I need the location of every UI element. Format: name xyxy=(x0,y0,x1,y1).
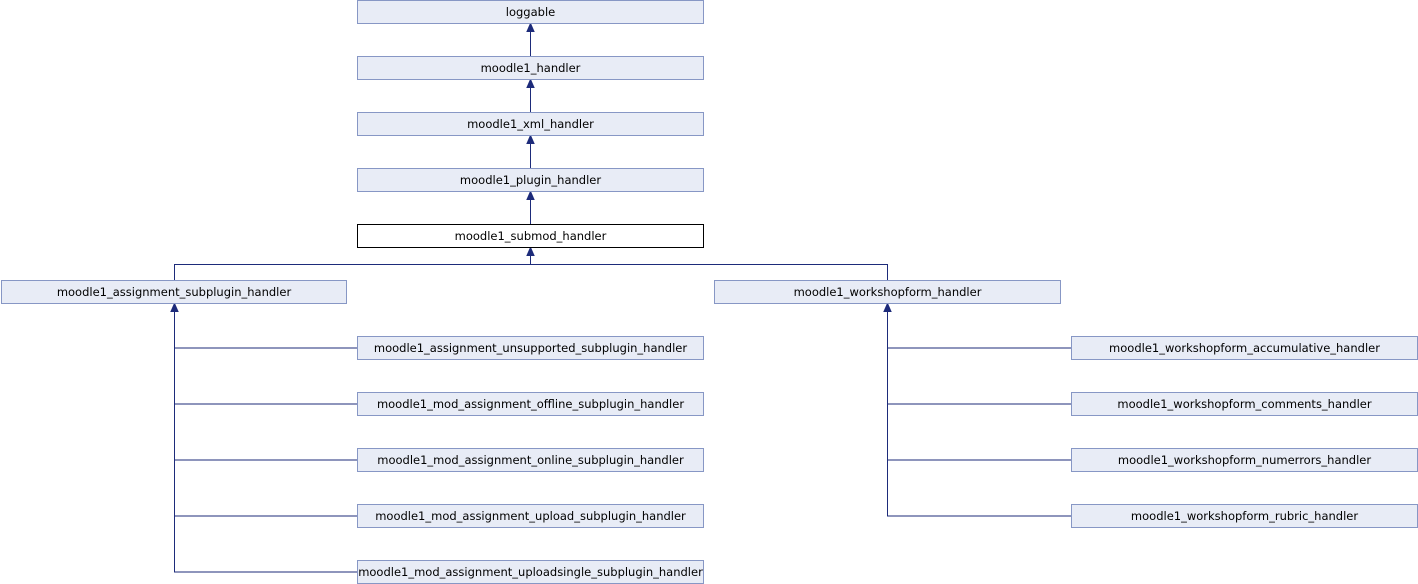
class-node-moodle1_handler[interactable]: moodle1_handler xyxy=(357,56,704,80)
edge-moodle1_workshopform_numerrors_handler-to-moodle1_workshopform_handler xyxy=(887,311,1071,461)
class-label: moodle1_mod_assignment_online_subplugin_… xyxy=(377,453,684,467)
edge-moodle1_mod_assignment_online_subplugin_handler-to-moodle1_assignment_subplugin_handler xyxy=(174,311,357,461)
class-node-moodle1_submod_handler[interactable]: moodle1_submod_handler xyxy=(357,224,704,248)
class-node-loggable[interactable]: loggable xyxy=(357,0,704,24)
edge-moodle1_mod_assignment_uploadsingle_subplugin_handler-to-moodle1_assignment_subplugin_handler xyxy=(174,311,357,573)
class-label: moodle1_mod_assignment_offline_subplugin… xyxy=(377,397,684,411)
edge-moodle1_workshopform_handler-to-moodle1_submod_handler xyxy=(530,255,888,281)
class-box xyxy=(357,448,704,472)
class-label: moodle1_submod_handler xyxy=(455,229,607,243)
class-node-moodle1_workshopform_rubric_handler[interactable]: moodle1_workshopform_rubric_handler xyxy=(1071,504,1418,528)
class-label: moodle1_handler xyxy=(481,61,581,75)
arrowhead-moodle1_assignment_subplugin_handler xyxy=(170,302,179,312)
arrowhead-moodle1_plugin_handler xyxy=(526,190,535,200)
class-label: moodle1_mod_assignment_upload_subplugin_… xyxy=(375,509,686,523)
class-box xyxy=(357,56,704,80)
edge-moodle1_workshopform_accumulative_handler-to-moodle1_workshopform_handler xyxy=(887,311,1071,349)
class-box xyxy=(714,280,1061,304)
arrowhead-moodle1_workshopform_handler xyxy=(883,302,892,312)
class-box xyxy=(357,392,704,416)
class-node-moodle1_plugin_handler[interactable]: moodle1_plugin_handler xyxy=(357,168,704,192)
class-node-moodle1_mod_assignment_uploadsingle_subplugin_handler[interactable]: moodle1_mod_assignment_uploadsingle_subp… xyxy=(357,560,704,584)
class-label: moodle1_workshopform_comments_handler xyxy=(1117,397,1371,411)
class-label: loggable xyxy=(506,5,555,19)
class-box xyxy=(357,336,704,360)
edge-moodle1_mod_assignment_offline_subplugin_handler-to-moodle1_assignment_subplugin_handler xyxy=(174,311,357,405)
class-node-moodle1_workshopform_numerrors_handler[interactable]: moodle1_workshopform_numerrors_handler xyxy=(1071,448,1418,472)
arrowhead-moodle1_xml_handler xyxy=(526,134,535,144)
edge-moodle1_workshopform_rubric_handler-to-moodle1_workshopform_handler xyxy=(887,311,1071,517)
class-box xyxy=(357,112,704,136)
class-label: moodle1_plugin_handler xyxy=(460,173,601,187)
class-node-moodle1_mod_assignment_online_subplugin_handler[interactable]: moodle1_mod_assignment_online_subplugin_… xyxy=(357,448,704,472)
class-node-moodle1_assignment_subplugin_handler[interactable]: moodle1_assignment_subplugin_handler xyxy=(1,280,347,304)
class-node-moodle1_workshopform_handler[interactable]: moodle1_workshopform_handler xyxy=(714,280,1061,304)
class-label: moodle1_workshopform_numerrors_handler xyxy=(1118,453,1371,467)
class-node-moodle1_workshopform_accumulative_handler[interactable]: moodle1_workshopform_accumulative_handle… xyxy=(1071,336,1418,360)
class-label: moodle1_workshopform_rubric_handler xyxy=(1131,509,1358,523)
class-node-moodle1_mod_assignment_offline_subplugin_handler[interactable]: moodle1_mod_assignment_offline_subplugin… xyxy=(357,392,704,416)
edge-moodle1_assignment_unsupported_subplugin_handler-to-moodle1_assignment_subplugin_handler xyxy=(174,311,357,349)
class-box xyxy=(357,168,704,192)
class-node-moodle1_assignment_unsupported_subplugin_handler[interactable]: moodle1_assignment_unsupported_subplugin… xyxy=(357,336,704,360)
edge-moodle1_assignment_subplugin_handler-to-moodle1_submod_handler xyxy=(174,255,531,281)
edge-moodle1_workshopform_comments_handler-to-moodle1_workshopform_handler xyxy=(887,311,1071,405)
class-label: moodle1_workshopform_handler xyxy=(794,285,982,299)
class-label: moodle1_mod_assignment_uploadsingle_subp… xyxy=(358,565,703,579)
class-box xyxy=(357,224,704,248)
edge-moodle1_mod_assignment_upload_subplugin_handler-to-moodle1_assignment_subplugin_handler xyxy=(174,311,357,517)
class-box xyxy=(1,280,347,304)
class-box xyxy=(357,504,704,528)
edges-layer xyxy=(170,22,1071,573)
class-node-moodle1_workshopform_comments_handler[interactable]: moodle1_workshopform_comments_handler xyxy=(1071,392,1418,416)
class-node-moodle1_mod_assignment_upload_subplugin_handler[interactable]: moodle1_mod_assignment_upload_subplugin_… xyxy=(357,504,704,528)
class-label: moodle1_workshopform_accumulative_handle… xyxy=(1109,341,1380,355)
arrowhead-loggable xyxy=(526,22,535,32)
arrowhead-moodle1_submod_handler xyxy=(526,246,535,256)
class-label: moodle1_assignment_unsupported_subplugin… xyxy=(374,341,687,355)
class-label: moodle1_assignment_subplugin_handler xyxy=(57,285,292,299)
class-node-moodle1_xml_handler[interactable]: moodle1_xml_handler xyxy=(357,112,704,136)
arrowhead-moodle1_handler xyxy=(526,78,535,88)
class-label: moodle1_xml_handler xyxy=(467,117,594,131)
class-box xyxy=(357,0,704,24)
